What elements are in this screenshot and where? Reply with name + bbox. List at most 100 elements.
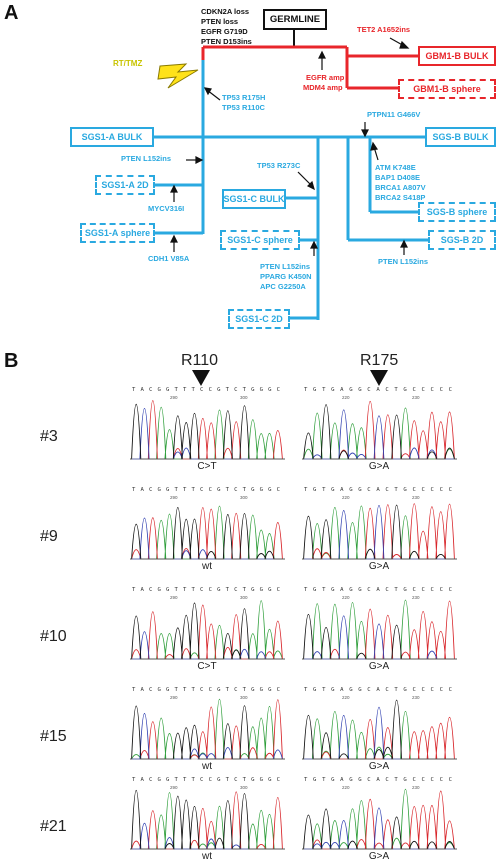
header-r175: R175 [360, 352, 399, 369]
germline-mut-1: CDKN2A loss [201, 7, 250, 16]
lightning-icon [157, 63, 199, 89]
position-tick: 300 [240, 395, 248, 400]
egfr-amp-label: EGFR amp [306, 73, 345, 82]
panel-a-letter: A [4, 2, 19, 24]
pten-l152ins-b-label: PTEN L152ins [378, 257, 429, 266]
position-tick: 290 [170, 495, 178, 500]
trace-line [302, 401, 457, 460]
r110-call: wt [202, 761, 212, 772]
trace-line [130, 705, 285, 760]
tp53-r110c-label: TP53 R110C [222, 103, 265, 112]
sgs1a-bulk-box: SGS1-A BULK [70, 127, 154, 147]
r110-call: wt [202, 851, 212, 862]
chromatogram-r110: TACGGTTTCCGTCTGGGC 290 300 [130, 587, 285, 660]
trace-line [130, 507, 285, 560]
position-tick: 220 [342, 495, 350, 500]
r110-call: C>T [197, 661, 217, 672]
sgsb-mut-2: BAP1 D408E [375, 173, 421, 182]
sgsb-mut-4: BRCA2 S418P [375, 193, 426, 202]
r175-arrow-icon [370, 370, 388, 386]
r175-call: G>A [368, 461, 390, 472]
sample-label: #3 [40, 428, 58, 445]
trace-line [302, 790, 457, 850]
mycv-label: MYCV316I [148, 204, 185, 213]
trace-line [130, 791, 285, 850]
position-tick: 220 [342, 785, 350, 790]
sgsb-mut-1: ATM K748E [375, 163, 416, 172]
position-tick: 290 [170, 595, 178, 600]
chromatogram-r110: TACGGTTTCCGTCTGGGC 290 300 [130, 387, 285, 460]
tp53-r273c-label: TP53 R273C [257, 161, 301, 170]
trace-line [302, 717, 457, 760]
site-arrows [192, 370, 388, 386]
sgs1c-bulk-box: SGS1-C BULK [222, 189, 286, 209]
chromatogram-r175: TGTGAGGCACTGCCCCC 220 230 [302, 777, 457, 850]
trace-line [130, 699, 285, 760]
position-tick: 230 [412, 495, 420, 500]
mdm4-amp-label: MDM4 amp [303, 83, 343, 92]
trace-line [302, 600, 457, 660]
sample-label: #21 [40, 818, 67, 835]
r110-call: wt [202, 561, 212, 572]
sample-label: #9 [40, 528, 58, 545]
trace-line [130, 604, 285, 660]
sample-label: #15 [40, 728, 67, 745]
pten-l152ins-a-label: PTEN L152ins [121, 154, 172, 163]
position-tick: 220 [342, 695, 350, 700]
base-calls: TGTGAGGCACTGCCCCC [304, 587, 452, 593]
position-tick: 230 [412, 395, 420, 400]
base-calls: TGTGAGGCACTGCCCCC [304, 487, 452, 493]
sgsb-bulk-box: SGS-B BULK [425, 127, 496, 147]
position-tick: 230 [412, 595, 420, 600]
germline-mut-3: EGFR G719D [201, 27, 248, 36]
sgs1c-mut-3: APC G2250A [260, 282, 306, 291]
trace-line [302, 599, 457, 660]
position-tick: 300 [240, 785, 248, 790]
chromatogram-r175: TGTGAGGCACTGCCCCC 220 230 [302, 687, 457, 760]
cdh1-label: CDH1 V85A [148, 254, 190, 263]
position-tick: 290 [170, 395, 178, 400]
position-tick: 300 [240, 595, 248, 600]
sgs1c-sphere-box: SGS1-C sphere [220, 230, 300, 250]
position-tick: 230 [412, 695, 420, 700]
gbm1b-sphere-box: GBM1-B sphere [398, 79, 496, 99]
position-tick: 290 [170, 785, 178, 790]
base-calls: TACGGTTTCCGTCTGGGC [132, 687, 280, 693]
trace-line [302, 789, 457, 850]
sgs1c-2d-box: SGS1-C 2D [228, 309, 290, 329]
base-calls: TACGGTTTCCGTCTGGGC [132, 587, 280, 593]
chromatogram-r110: TACGGTTTCCGTCTGGGC 290 300 [130, 487, 285, 560]
position-tick: 220 [342, 395, 350, 400]
lineage-tree-lines [153, 30, 428, 320]
position-tick: 300 [240, 695, 248, 700]
base-calls: TACGGTTTCCGTCTGGGC [132, 387, 280, 393]
tet2-label: TET2 A1652ins [357, 25, 411, 34]
r110-call: C>T [197, 461, 217, 472]
chromatogram-r175: TGTGAGGCACTGCCCCC 220 230 [302, 487, 457, 560]
position-tick: 230 [412, 785, 420, 790]
base-calls: TGTGAGGCACTGCCCCC [304, 687, 452, 693]
panel-b-letter: B [4, 350, 19, 372]
trace-line [130, 505, 285, 560]
sgs1c-mut-2: PPARG K450N [260, 272, 312, 281]
header-r110: R110 [181, 352, 219, 369]
base-calls: TACGGTTTCCGTCTGGGC [132, 487, 280, 493]
trace-line [302, 503, 457, 560]
base-calls: TGTGAGGCACTGCCCCC [304, 777, 452, 783]
tp53-r175h-label: TP53 R175H [222, 93, 266, 102]
r175-call: G>A [368, 661, 390, 672]
gbm1b-bulk-box: GBM1-B BULK [418, 46, 496, 66]
sgs1a-2d-box: SGS1-A 2D [95, 175, 155, 195]
trace-line [130, 507, 285, 560]
trace-line [302, 699, 457, 760]
sgsb-sphere-box: SGS-B sphere [418, 202, 496, 222]
treatment-label: RT/TMZ [113, 59, 143, 68]
position-tick: 300 [240, 495, 248, 500]
sgs1a-sphere-box: SGS1-A sphere [80, 223, 155, 243]
germline-mut-2: PTEN loss [201, 17, 239, 26]
germline-mut-4: PTEN D153ins [201, 37, 252, 46]
